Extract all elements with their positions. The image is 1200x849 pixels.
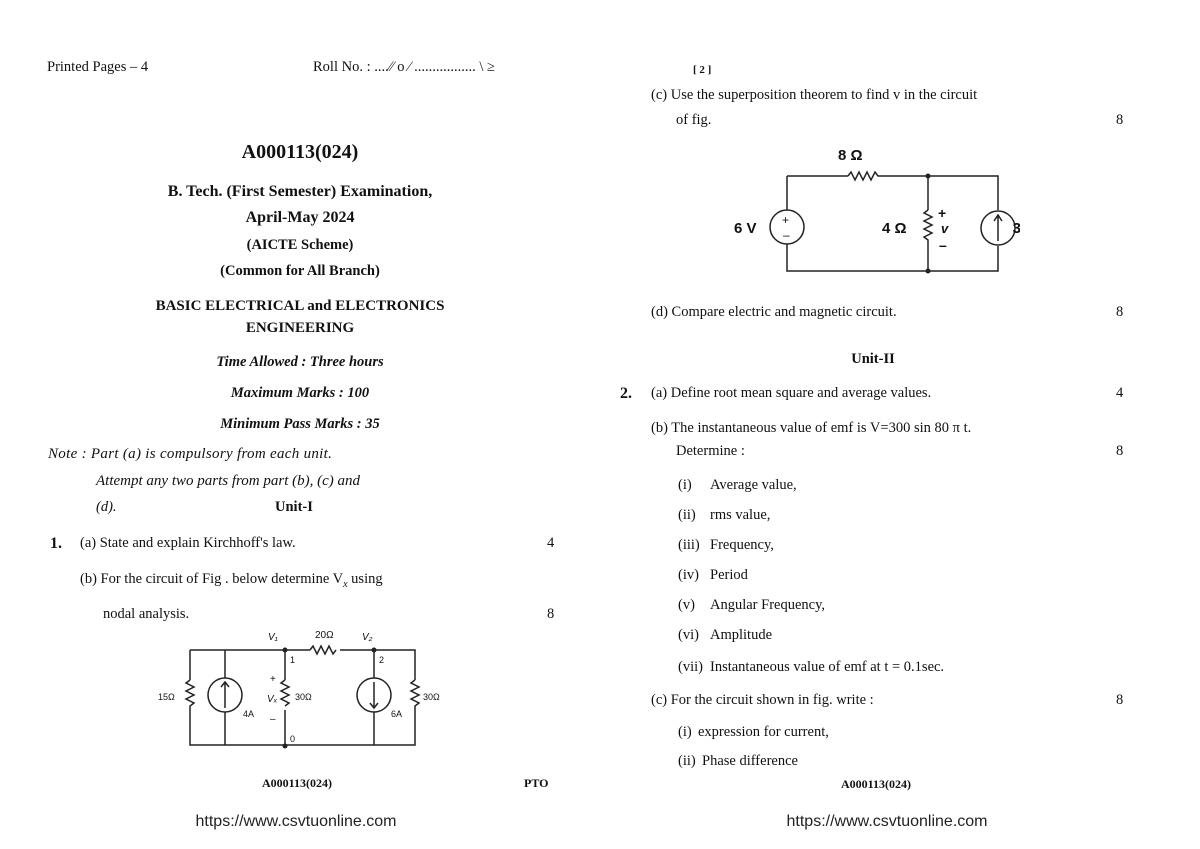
note-line1: Note : Part (a) is compulsory from each … — [48, 446, 333, 462]
item-num: (ii) — [678, 753, 696, 769]
q1a-marks: 4 — [547, 535, 555, 551]
q1b-line2: nodal analysis. — [103, 606, 190, 622]
q1c-line2: of fig. — [676, 112, 712, 128]
right-footer-code: A000113(024) — [841, 777, 911, 791]
item-text: rms value, — [710, 507, 771, 523]
label-node0: 0 — [290, 734, 295, 744]
exam-title: B. Tech. (First Semester) Examination, — [167, 183, 433, 200]
q2c-item: (ii) Phase difference — [678, 754, 798, 769]
label-v: v — [941, 221, 949, 236]
time-allowed: Time Allowed : Three hours — [216, 354, 384, 370]
item-num: (iv) — [678, 567, 699, 583]
item-num: (i) — [678, 724, 692, 740]
q2a-marks: 4 — [1116, 385, 1124, 401]
q1b-tail: using — [347, 571, 383, 587]
q1-number: 1. — [50, 535, 62, 552]
item-text: Average value, — [710, 477, 797, 493]
q2b-item: (ii) rms value, — [678, 508, 770, 523]
item-text: Period — [710, 567, 748, 583]
label-plus: + — [270, 674, 276, 685]
subject-line2: ENGINEERING — [245, 320, 355, 336]
q2a-text: (a) Define root mean square and average … — [651, 385, 932, 401]
q2b-item: (vi) Amplitude — [678, 628, 772, 643]
item-num: (ii) — [678, 507, 696, 523]
superposition-circuit-diagram: + – 8 Ω 6 V 4 Ω + v – 3 — [734, 147, 1020, 274]
left-footer-code: A000113(024) — [262, 776, 332, 790]
unit-1-heading: Unit-I — [275, 499, 313, 515]
note-line3: (d). — [96, 499, 117, 515]
label-3a: 3 — [1013, 220, 1020, 237]
item-text: Angular Frequency, — [710, 597, 826, 613]
item-text: Amplitude — [710, 627, 773, 643]
q2b-item: (v) Angular Frequency, — [678, 598, 825, 613]
item-num: (i) — [678, 477, 692, 493]
label-vx: Vₓ — [267, 694, 278, 705]
q2b-item: (i) Average value, — [678, 478, 797, 493]
q2b-item: (vii) Instantaneous value of emf at t = 0… — [678, 660, 944, 675]
item-text: expression for current, — [698, 724, 829, 740]
q1d-text: (d) Compare electric and magnetic circui… — [651, 304, 897, 320]
q1b-text: (b) For the circuit of Fig . below deter… — [80, 572, 383, 590]
item-text: Instantaneous value of emf at t = 0.1sec… — [710, 659, 945, 675]
max-marks: Maximum Marks : 100 — [230, 385, 370, 401]
item-num: (v) — [678, 597, 695, 613]
subject-line1: BASIC ELECTRICAL and ELECTRONICS — [155, 298, 445, 314]
q2b-line2: Determine : — [676, 443, 745, 459]
exam-session: April-May 2024 — [245, 209, 355, 226]
label-v-plus: + — [938, 205, 946, 221]
item-text: Phase difference — [702, 753, 798, 769]
label-20ohm: 20Ω — [315, 630, 334, 641]
label-v2: V₂ — [362, 632, 373, 643]
right-url[interactable]: https://www.csvtuonline.com — [786, 813, 988, 830]
vsrc-minus: – — [783, 228, 790, 242]
pto: PTO — [524, 776, 549, 790]
label-30ohm-mid: 30Ω — [295, 692, 312, 702]
label-v-minus: – — [939, 237, 947, 253]
paper-code: A000113(024) — [241, 141, 359, 163]
item-num: (vi) — [678, 627, 699, 643]
label-4ohm: 4 Ω — [882, 220, 907, 237]
item-text: Frequency, — [710, 537, 774, 553]
q2c-item: (i) expression for current, — [678, 725, 829, 740]
q1b-marks: 8 — [547, 606, 555, 622]
q1c-marks: 8 — [1116, 112, 1124, 128]
min-marks: Minimum Pass Marks : 35 — [220, 416, 380, 432]
label-minus: – — [270, 714, 276, 725]
nodal-circuit-diagram: V₁ 20Ω V₂ 1 2 0 15Ω 4A + Vₓ – 30Ω 6A 30Ω — [158, 630, 440, 749]
label-15ohm: 15Ω — [158, 692, 175, 702]
q2b-line1: (b) The instantaneous value of emf is V=… — [651, 420, 972, 436]
label-8ohm: 8 Ω — [838, 147, 863, 164]
branch: (Common for All Branch) — [220, 263, 380, 279]
printed-pages: Printed Pages – 4 — [47, 59, 149, 75]
q1c-line1: (c) Use the superposition theorem to fin… — [651, 87, 978, 103]
label-6a: 6A — [391, 709, 402, 719]
item-num: (vii) — [678, 659, 703, 675]
label-node1: 1 — [290, 655, 295, 665]
q2-number: 2. — [620, 385, 632, 402]
q2b-item: (iii) Frequency, — [678, 538, 774, 553]
label-6v: 6 V — [734, 220, 757, 237]
label-4a: 4A — [243, 709, 254, 719]
q2c-marks: 8 — [1116, 692, 1124, 708]
q1b-line1: (b) For the circuit of Fig . below deter… — [80, 571, 344, 587]
q1d-marks: 8 — [1116, 304, 1124, 320]
unit-2-heading: Unit-II — [851, 351, 895, 367]
q2c-text: (c) For the circuit shown in fig. write … — [651, 692, 874, 708]
note-line2: Attempt any two parts from part (b), (c)… — [96, 473, 361, 489]
q1b-subscript: x — [343, 578, 348, 590]
vsrc-plus: + — [782, 213, 789, 227]
label-v1: V₁ — [268, 632, 278, 643]
q2b-marks: 8 — [1116, 443, 1124, 459]
label-node2: 2 — [379, 655, 384, 665]
q1a-text: (a) State and explain Kirchhoff's law. — [80, 535, 296, 551]
page-number: [ 2 ] — [693, 64, 712, 76]
left-url[interactable]: https://www.csvtuonline.com — [195, 813, 397, 830]
label-30ohm-right: 30Ω — [423, 692, 440, 702]
scheme: (AICTE Scheme) — [246, 237, 354, 253]
q2b-item: (iv) Period — [678, 568, 748, 583]
item-num: (iii) — [678, 537, 700, 553]
roll-no: Roll No. : ....⁄⁄ o ∕ ................. … — [313, 59, 495, 75]
